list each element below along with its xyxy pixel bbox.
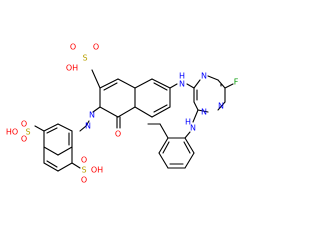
- label-triazine-n3: N: [201, 108, 207, 117]
- label-o-top-1: O: [70, 43, 76, 52]
- bond-lines: [34, 69, 234, 172]
- label-ho-left: HO: [6, 128, 18, 137]
- label-azo-n1: N: [89, 111, 95, 120]
- label-azo-n2: N: [85, 122, 91, 131]
- structure-svg: O O S OH N N O H N N N N F H N O O S HO …: [6, 43, 239, 185]
- label-triazine-n1: N: [201, 72, 207, 81]
- label-anilino-h: H: [185, 118, 191, 127]
- label-oh-top: OH: [66, 64, 78, 73]
- label-triazine-n2: N: [218, 102, 224, 111]
- label-fluoro: F: [234, 78, 239, 87]
- label-o-mid-2: O: [81, 176, 87, 185]
- label-anilino-n: N: [190, 124, 196, 133]
- label-nh-n: N: [179, 80, 185, 89]
- label-oh-mid: OH: [91, 166, 103, 175]
- label-o-top-2: O: [93, 43, 99, 52]
- label-s-left: S: [25, 128, 30, 137]
- chemical-structure-diagram: O O S OH N N O H N N N N F H N O O S HO …: [6, 43, 239, 185]
- label-s-top: S: [82, 54, 87, 63]
- label-o-mid-1: O: [81, 156, 87, 165]
- label-nh-h: H: [179, 72, 185, 81]
- label-carbonyl-o: O: [115, 130, 121, 139]
- label-s-mid: S: [81, 166, 86, 175]
- label-o-left-top: O: [21, 120, 27, 129]
- label-o-left-bottom: O: [21, 135, 27, 144]
